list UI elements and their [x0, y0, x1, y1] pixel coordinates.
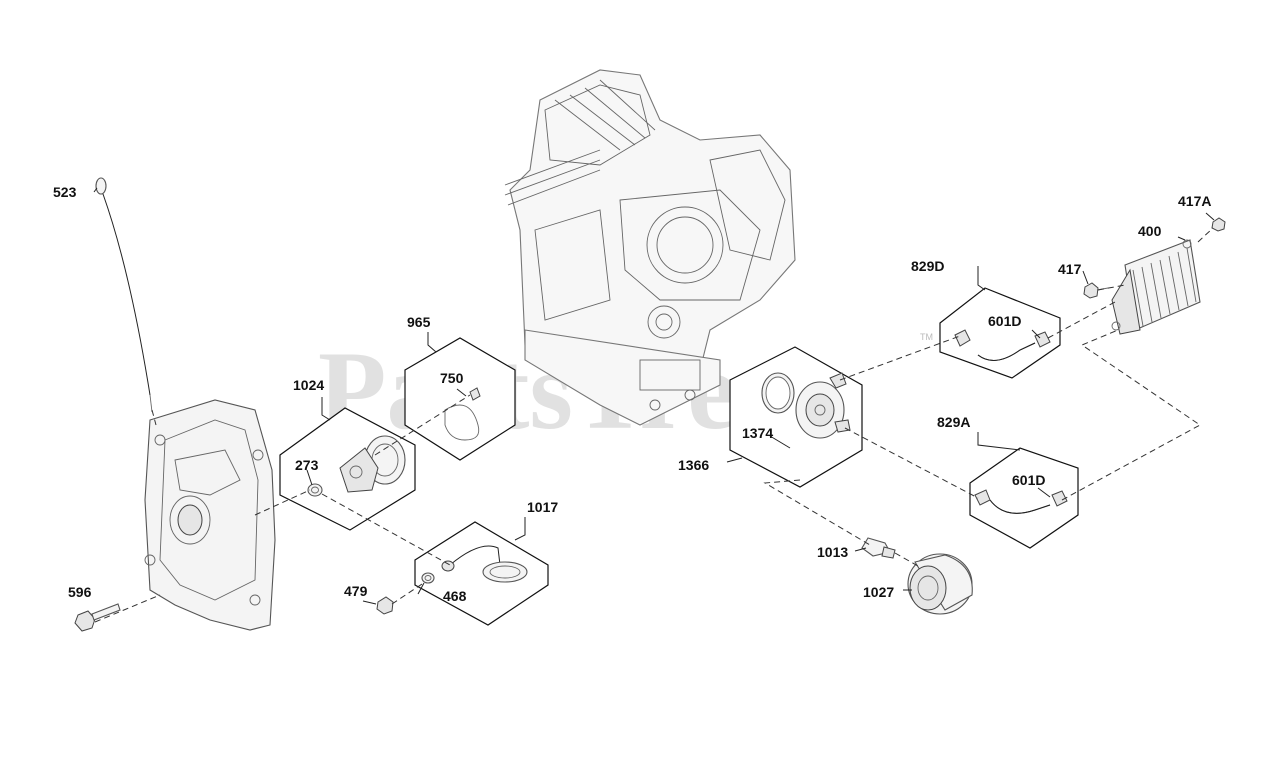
callout-523[interactable]: 523 — [53, 184, 77, 200]
bolt-596 — [74, 603, 121, 632]
o-ring-1374 — [761, 372, 795, 414]
hose-601D-top — [954, 329, 1051, 361]
box-829A — [969, 447, 1079, 549]
callout-1017[interactable]: 1017 — [527, 499, 558, 515]
callout-417A[interactable]: 417A — [1178, 193, 1211, 209]
callout-479[interactable]: 479 — [344, 583, 368, 599]
callout-400[interactable]: 400 — [1138, 223, 1162, 239]
callout-273[interactable]: 273 — [295, 457, 319, 473]
box-829D — [939, 287, 1061, 379]
box-965 — [404, 337, 516, 461]
oil-filter-1027 — [907, 553, 973, 615]
dipstick-523 — [95, 177, 153, 413]
engine-block — [504, 69, 796, 426]
callout-965[interactable]: 965 — [407, 314, 431, 330]
gear-case-cover — [144, 399, 276, 631]
callout-829D[interactable]: 829D — [911, 258, 944, 274]
callout-601D-top[interactable]: 601D — [988, 313, 1021, 329]
callout-601D-bottom[interactable]: 601D — [1012, 472, 1045, 488]
nipple-1013 — [861, 537, 896, 559]
hose-601D-bottom — [974, 489, 1068, 514]
callout-829A[interactable]: 829A — [937, 414, 970, 430]
callout-750[interactable]: 750 — [440, 370, 464, 386]
leader-lines — [93, 187, 1215, 605]
callout-596[interactable]: 596 — [68, 584, 92, 600]
oil-pickup-1017 — [441, 545, 528, 583]
gasket-750 — [444, 387, 481, 441]
bolt-479 — [376, 596, 394, 615]
o-ring-468 — [421, 572, 435, 584]
oil-pump-1024 — [339, 435, 406, 493]
box-1017 — [414, 521, 549, 626]
screw-417A — [1211, 217, 1226, 232]
assembly-lines — [94, 227, 1214, 623]
callout-1374[interactable]: 1374 — [742, 425, 773, 441]
callout-1027[interactable]: 1027 — [863, 584, 894, 600]
callout-468[interactable]: 468 — [443, 588, 467, 604]
callout-417[interactable]: 417 — [1058, 261, 1082, 277]
callout-1013[interactable]: 1013 — [817, 544, 848, 560]
o-ring-273 — [307, 483, 323, 497]
oil-cooler-400 — [1111, 239, 1201, 335]
adapter-1366 — [795, 372, 851, 439]
callout-1366[interactable]: 1366 — [678, 457, 709, 473]
watermark-trademark: TM — [920, 332, 933, 342]
box-1366 — [729, 346, 863, 488]
callout-1024[interactable]: 1024 — [293, 377, 324, 393]
screw-417 — [1083, 282, 1109, 299]
